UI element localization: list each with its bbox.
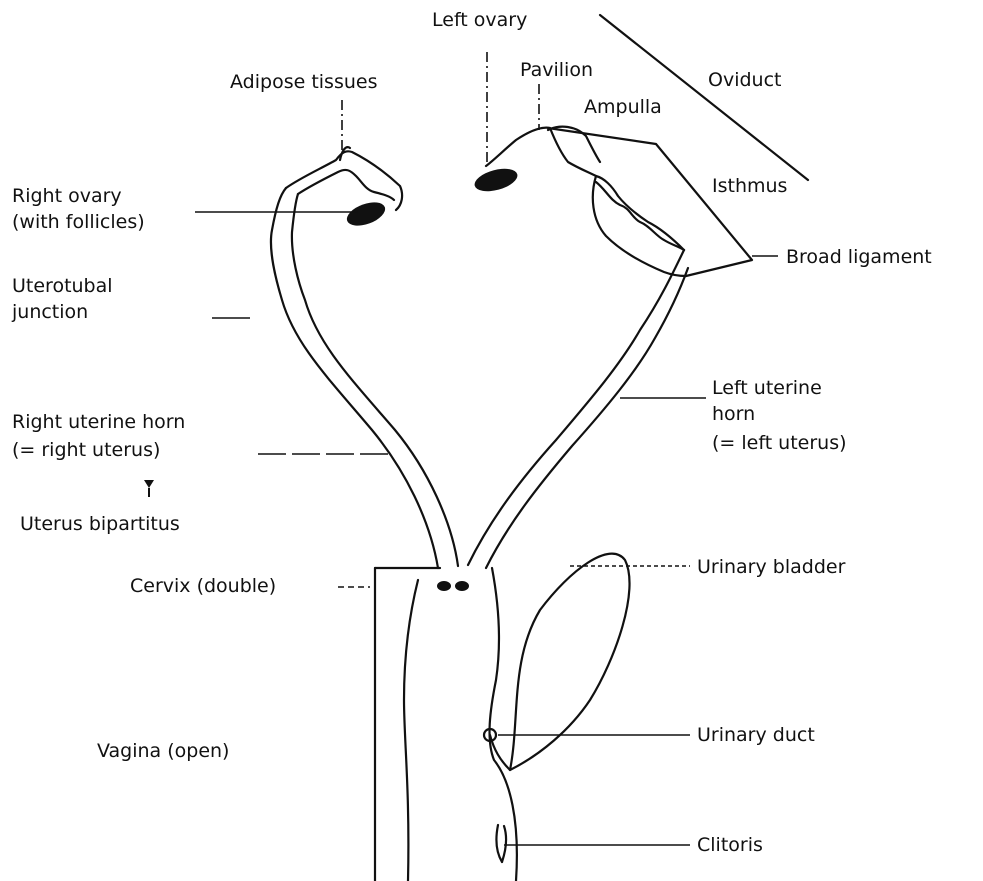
label-oviduct: Oviduct xyxy=(708,69,781,91)
broad-ligament-triangle xyxy=(548,128,752,276)
right-uterine-horn xyxy=(271,188,438,568)
left-uterine-horn-inner xyxy=(486,268,688,568)
label-right-ovary-line2: (with follicles) xyxy=(12,211,145,233)
label-ampulla: Ampulla xyxy=(584,96,662,118)
right-uterine-horn-inner xyxy=(292,194,458,566)
cervix-os-right xyxy=(455,581,469,591)
label-left-ovary: Left ovary xyxy=(432,9,527,31)
cervix-os-left xyxy=(437,581,451,591)
right-oviduct-inner xyxy=(298,170,394,200)
label-vagina: Vagina (open) xyxy=(97,740,229,762)
label-urinary-duct: Urinary duct xyxy=(697,724,815,746)
left-uterine-horn xyxy=(468,250,684,565)
right-oviduct xyxy=(286,151,402,210)
label-left-horn-line2: horn xyxy=(712,403,755,425)
label-left-horn-line1: Left uterine xyxy=(712,377,822,399)
label-adipose-tissues: Adipose tissues xyxy=(230,71,377,93)
label-right-ovary-line1: Right ovary xyxy=(12,185,122,207)
clitoris-shape xyxy=(496,825,506,862)
broad-ligament-outline xyxy=(593,176,686,276)
label-uterus-bipartitus: Uterus bipartitus xyxy=(20,513,180,535)
label-isthmus: Isthmus xyxy=(712,175,787,197)
urinary-bladder xyxy=(510,554,630,770)
label-right-horn-line2: (= right uterus) xyxy=(12,439,160,461)
left-ovary-shape xyxy=(472,165,520,196)
down-arrow-icon xyxy=(144,480,154,497)
label-left-horn-line3: (= left uterus) xyxy=(712,432,847,454)
label-urinary-bladder: Urinary bladder xyxy=(697,556,846,578)
vagina-right-wall xyxy=(490,568,517,881)
right-ovary-shape xyxy=(344,198,388,230)
label-broad-ligament: Broad ligament xyxy=(786,246,932,268)
vagina-inner-wall xyxy=(404,580,418,881)
label-cervix: Cervix (double) xyxy=(130,575,276,597)
label-pavilion: Pavilion xyxy=(520,59,593,81)
label-uterotubal-line1: Uterotubal xyxy=(12,275,113,297)
label-uterotubal-line2: junction xyxy=(11,301,88,323)
label-right-horn-line1: Right uterine horn xyxy=(12,411,185,433)
label-clitoris: Clitoris xyxy=(697,834,763,856)
